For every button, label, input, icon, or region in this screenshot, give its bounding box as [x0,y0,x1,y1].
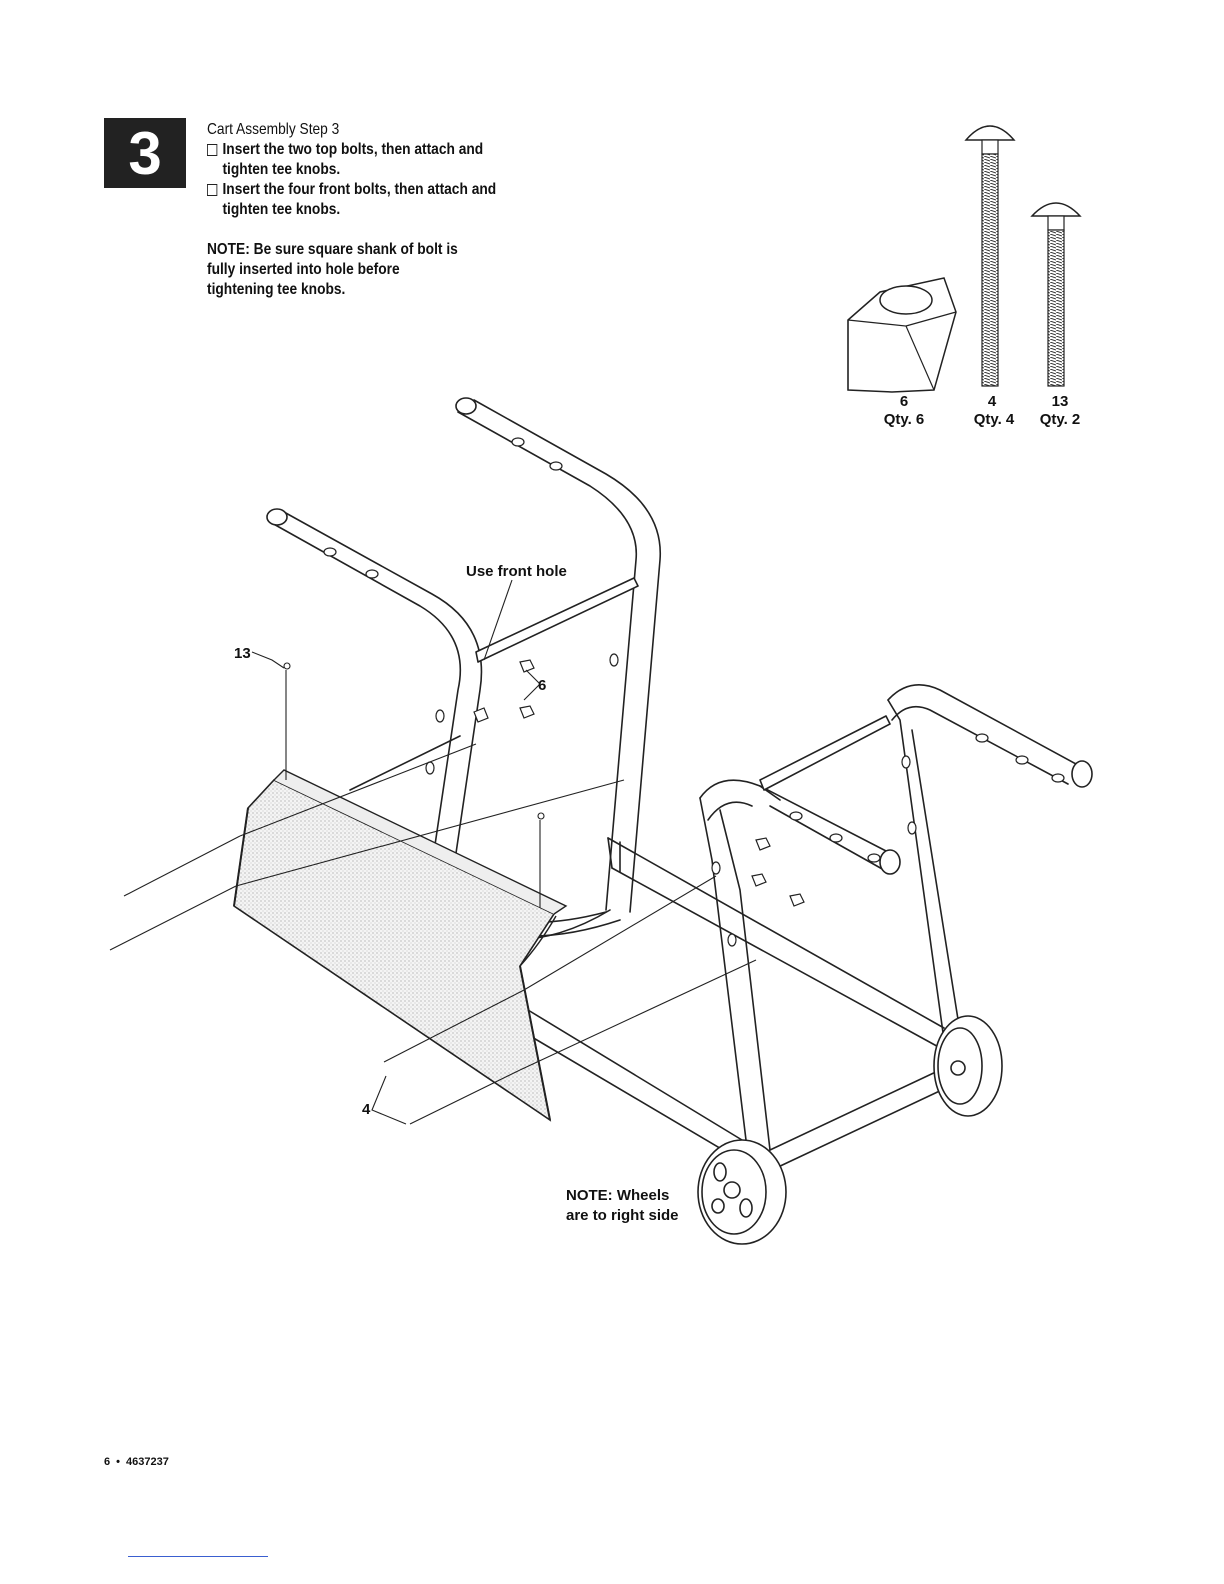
wheels-note-line1: NOTE: Wheels [566,1187,669,1204]
tee-knob-icon [847,277,957,393]
instruction-item: Insert the two top bolts, then attach an… [207,140,499,180]
front-bolts [109,662,757,1125]
instructions-block: Cart Assembly Step 3 Insert the two top … [207,120,499,300]
part-qty-label: Qty. 4 [974,411,1015,428]
long-carriage-bolt-icon [964,125,1016,387]
step-number: 3 [128,119,162,187]
bottom-link-underline [128,1556,268,1557]
part-number-label: 13 [1052,393,1069,410]
part-qty-label: Qty. 2 [1040,411,1081,428]
instruction-text: Insert the four front bolts, then attach… [222,181,497,218]
part-number-label: 6 [900,393,908,410]
bolt-note: NOTE: Be sure square shank of bolt is fu… [207,241,458,298]
part-6-callout: 6 [538,677,546,694]
separator-dot: • [116,1456,120,1468]
use-front-hole-label: Use front hole [466,563,567,580]
part-number-label: 4 [988,393,997,410]
instruction-item: Insert the four front bolts, then attach… [207,180,499,220]
wheels-note-line2: are to right side [566,1207,679,1224]
tube-holes [323,437,1065,947]
instruction-text: Insert the two top bolts, then attach an… [222,141,484,178]
part-qty-label: Qty. 6 [884,411,925,428]
step-title: Cart Assembly Step 3 [207,121,340,138]
tee-knobs [473,659,805,907]
cart-frame [266,397,1093,1169]
part-4-callout: 4 [362,1101,371,1118]
page-number: 6 [104,1456,111,1468]
short-carriage-bolt-icon [1030,202,1082,387]
document-number: 4637237 [125,1456,169,1468]
front-panel [233,769,568,1122]
checkbox-icon [207,144,218,156]
step-number-badge: 3 [104,118,186,188]
part-13-callout: 13 [234,645,251,662]
front-wheel [697,1139,787,1245]
page-footer: 6 • 4637237 [104,1456,169,1468]
callout-leaders [251,579,541,1125]
checkbox-icon [207,184,218,196]
rear-wheel [933,1015,1003,1117]
